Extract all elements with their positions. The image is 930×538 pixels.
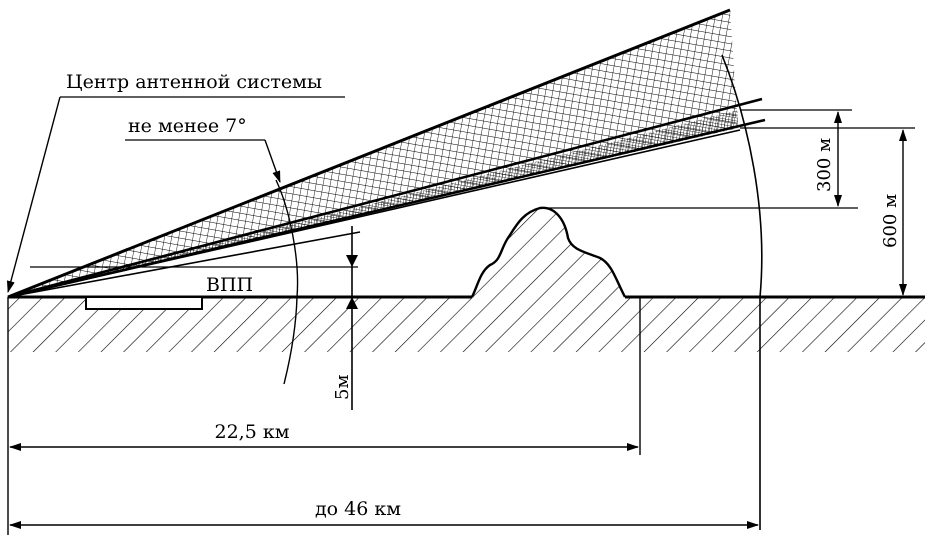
angle-arc [275, 179, 299, 385]
runway [85, 296, 203, 310]
wedge-outer-edge [7, 129, 741, 298]
dimension-5m: 5м [30, 226, 358, 410]
label-height-300: 300 м [814, 138, 835, 192]
range-arc [721, 54, 763, 530]
hill-outline [470, 206, 627, 298]
label-runway: ВПП [206, 274, 253, 296]
antenna-center-callout: Центр антенной системы [6, 71, 345, 293]
label-depth-5m: 5м [332, 375, 353, 400]
height-dimensions: 300 м 600 м [545, 109, 915, 296]
label-antenna-center: Центр антенной системы [66, 71, 322, 93]
label-height-600: 600 м [880, 194, 901, 248]
min-angle-callout: не менее 7° [125, 115, 281, 183]
label-distance-46: до 46 км [315, 498, 401, 520]
label-distance-22: 22,5 км [215, 421, 290, 443]
label-min-angle: не менее 7° [128, 115, 247, 137]
coverage-wedge [7, 8, 766, 299]
wedge-middle-edge [7, 97, 763, 299]
distance-dimensions: 22,5 км до 46 км [7, 297, 759, 535]
ground [8, 206, 925, 352]
wedge-bottom-edge [7, 231, 361, 298]
wedge-upper-edge [7, 8, 731, 299]
